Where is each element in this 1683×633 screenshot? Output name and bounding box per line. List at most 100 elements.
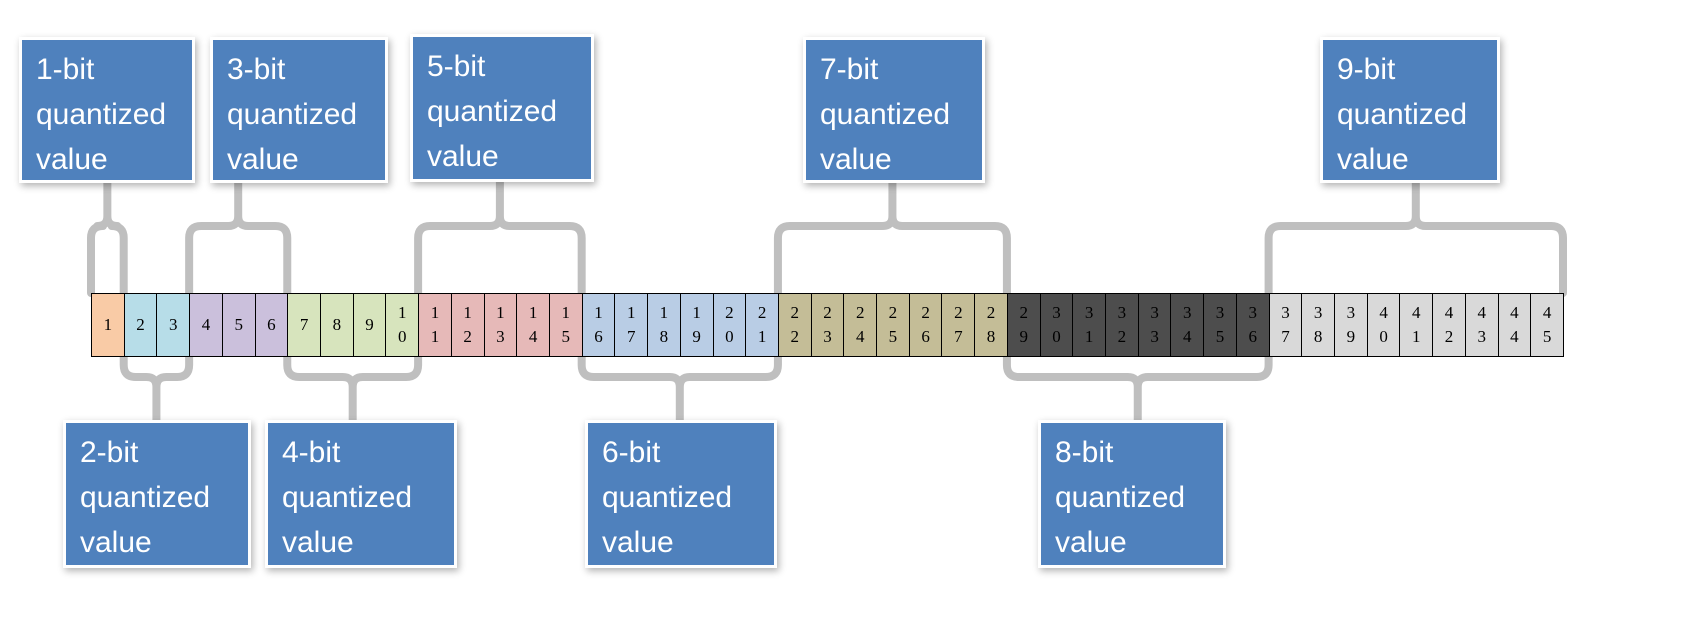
cell-23: 23 <box>810 293 845 357</box>
cell-2: 2 <box>123 293 158 357</box>
cell-number: 16 <box>594 303 603 346</box>
cell-32: 32 <box>1105 293 1139 357</box>
cell-number: 22 <box>790 303 800 346</box>
label-5-bit: 5-bit quantized value <box>413 37 591 179</box>
label-2-bit: 2-bit quantized value <box>66 423 248 565</box>
cell-43: 43 <box>1464 293 1499 357</box>
cell-number: 19 <box>692 303 701 346</box>
label-9-bit: 9-bit quantized value <box>1323 40 1497 180</box>
cell-number: 34 <box>1183 303 1192 346</box>
cell-number: 43 <box>1477 303 1486 346</box>
cell-number: 10 <box>397 303 407 346</box>
cell-number: 40 <box>1379 303 1388 346</box>
cell-number: 21 <box>757 303 767 346</box>
cell-number: 27 <box>954 303 963 346</box>
cell-24: 24 <box>843 293 878 357</box>
cell-37: 37 <box>1268 293 1303 357</box>
cell-33: 33 <box>1137 293 1172 357</box>
cell-6: 6 <box>254 293 289 357</box>
cell-number: 1 <box>103 315 113 334</box>
cell-27: 27 <box>941 293 976 357</box>
cell-15: 15 <box>548 293 583 357</box>
cell-number: 14 <box>528 303 538 346</box>
cell-number: 28 <box>986 303 996 346</box>
cell-number: 45 <box>1542 303 1552 346</box>
cell-21: 21 <box>745 293 779 357</box>
cell-38: 38 <box>1301 293 1335 357</box>
cell-number: 36 <box>1248 303 1257 346</box>
cell-1: 1 <box>91 293 125 357</box>
bracket-1-bit <box>87 176 128 297</box>
label-7-bit: 7-bit quantized value <box>806 40 982 180</box>
cell-number: 42 <box>1444 303 1454 346</box>
label-1-bit: 1-bit quantized value <box>22 40 192 180</box>
cell-19: 19 <box>679 293 714 357</box>
label-4-bit: 4-bit quantized value <box>268 423 454 565</box>
cell-number: 2 <box>136 315 145 334</box>
cell-number: 31 <box>1084 303 1094 346</box>
cell-number: 9 <box>365 315 374 334</box>
bracket-4-bit <box>283 353 423 427</box>
cell-number: 8 <box>332 315 342 334</box>
cell-number: 15 <box>561 303 571 346</box>
cell-7: 7 <box>287 293 321 357</box>
cell-number: 17 <box>626 303 636 346</box>
cell-44: 44 <box>1497 293 1532 357</box>
cell-number: 4 <box>201 315 211 334</box>
cell-31: 31 <box>1072 293 1107 357</box>
cell-17: 17 <box>614 293 649 357</box>
cell-42: 42 <box>1432 293 1466 357</box>
cell-39: 39 <box>1334 293 1368 357</box>
label-3-bit: 3-bit quantized value <box>213 40 385 180</box>
cell-number: 24 <box>855 303 865 346</box>
cell-26: 26 <box>908 293 943 357</box>
cell-number: 44 <box>1510 303 1519 346</box>
cell-number: 6 <box>267 315 276 334</box>
cell-36: 36 <box>1235 293 1270 357</box>
cell-number: 35 <box>1215 303 1225 346</box>
cell-41: 41 <box>1399 293 1434 357</box>
cell-number: 23 <box>823 303 832 346</box>
label-6-bit: 6-bit quantized value <box>588 423 774 565</box>
cell-number: 33 <box>1150 303 1159 346</box>
bracket-7-bit <box>773 176 1011 297</box>
cell-40: 40 <box>1366 293 1401 357</box>
cell-number: 37 <box>1281 303 1290 346</box>
cell-18: 18 <box>647 293 681 357</box>
cell-8: 8 <box>319 293 354 357</box>
cell-number: 29 <box>1019 303 1029 346</box>
cell-10: 10 <box>385 293 420 357</box>
cell-13: 13 <box>483 293 518 357</box>
cell-number: 18 <box>659 303 669 346</box>
cell-number: 32 <box>1117 303 1127 346</box>
cell-9: 9 <box>352 293 387 357</box>
cell-30: 30 <box>1039 293 1074 357</box>
cell-11: 11 <box>418 293 452 357</box>
cell-45: 45 <box>1530 293 1564 357</box>
bracket-3-bit <box>185 176 292 297</box>
cell-number: 25 <box>888 303 898 346</box>
cell-25: 25 <box>876 293 910 357</box>
bracket-5-bit <box>414 175 586 297</box>
cell-12: 12 <box>450 293 485 357</box>
cell-number: 3 <box>169 315 178 334</box>
cell-16: 16 <box>581 293 616 357</box>
cell-number: 7 <box>299 315 309 334</box>
label-8-bit: 8-bit quantized value <box>1041 423 1223 565</box>
cell-number: 39 <box>1346 303 1356 346</box>
cell-number: 30 <box>1052 303 1061 346</box>
cell-number: 41 <box>1412 303 1421 346</box>
cell-number: 38 <box>1313 303 1323 346</box>
cell-35: 35 <box>1203 293 1237 357</box>
cell-number: 13 <box>496 303 505 346</box>
cell-22: 22 <box>777 293 812 357</box>
cell-number: 20 <box>725 303 734 346</box>
cell-number: 5 <box>234 315 243 334</box>
cell-20: 20 <box>712 293 747 357</box>
cell-3: 3 <box>156 293 191 357</box>
bracket-2-bit <box>119 353 194 427</box>
cell-14: 14 <box>516 293 550 357</box>
bracket-9-bit <box>1264 176 1567 297</box>
cell-number: 26 <box>921 303 930 346</box>
